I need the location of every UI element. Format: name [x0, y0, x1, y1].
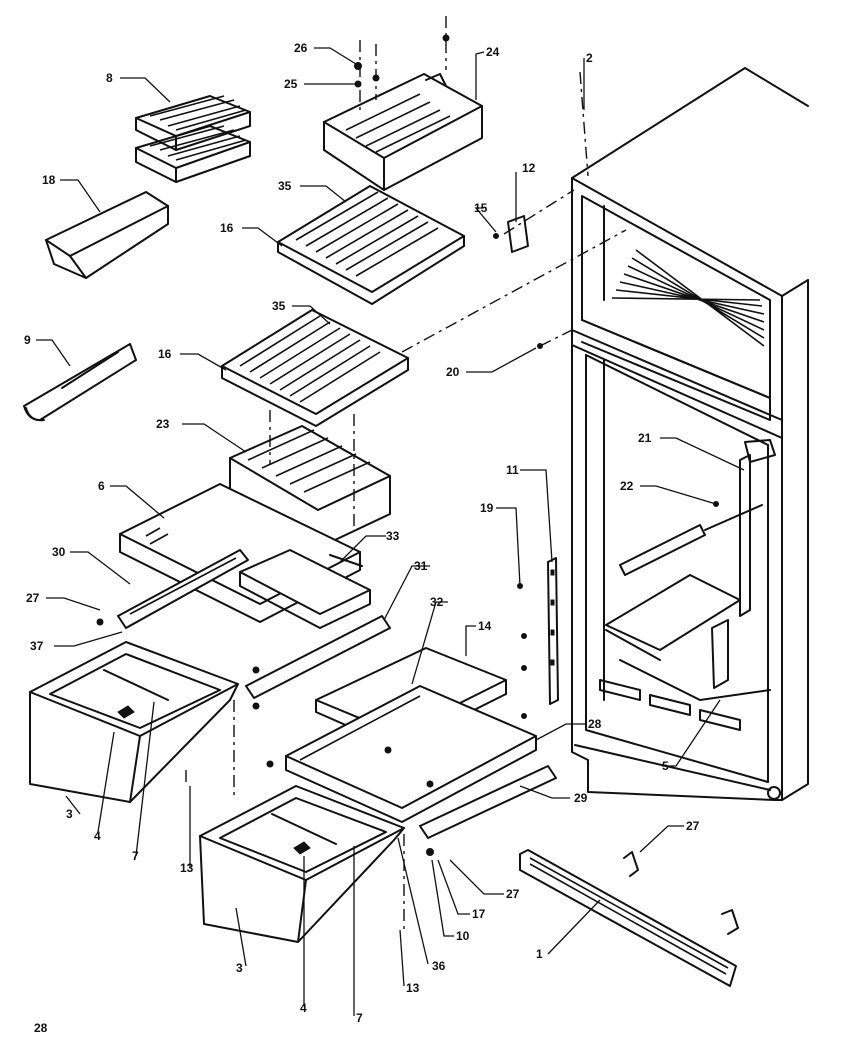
callout-15: 15 [474, 201, 488, 215]
callout-22: 22 [620, 479, 634, 493]
callout-27-upper: 27 [26, 591, 40, 605]
part-29-rail [419, 765, 557, 839]
callout-labels: 8 18 9 26 25 24 2 35 16 12 15 35 16 20 2… [24, 41, 700, 1035]
part-24-ice-bin [323, 73, 483, 191]
refrigerator-cabinet [571, 67, 809, 801]
part-31-rail [245, 615, 391, 699]
callout-4-lower: 4 [300, 1001, 307, 1015]
callout-6: 6 [98, 479, 105, 493]
callout-13-lower: 13 [406, 981, 420, 995]
part-35-16-upper-shelf [277, 185, 465, 305]
callout-31: 31 [414, 559, 428, 573]
callout-7-lower: 7 [356, 1011, 363, 1025]
callout-7-upper: 7 [132, 849, 139, 863]
callout-14: 14 [478, 619, 492, 633]
callout-35-lower: 35 [272, 299, 286, 313]
part-3-lower-crisper-drawer [199, 785, 405, 943]
part-11-rail [547, 557, 559, 705]
callout-3-lower: 3 [236, 961, 243, 975]
callout-16-upper: 16 [220, 221, 234, 235]
callout-20: 20 [446, 365, 460, 379]
part-33-crisper-frame [239, 549, 371, 629]
callout-3-upper: 3 [66, 807, 73, 821]
callout-leader-lines [36, 47, 745, 1016]
callout-35-upper: 35 [278, 179, 292, 193]
callout-9: 9 [24, 333, 31, 347]
part-34-clip [623, 851, 739, 935]
part-30-rail [117, 549, 249, 629]
part-12-light-cover [507, 215, 529, 253]
part-19-small-bin [45, 191, 169, 279]
callout-36: 36 [432, 959, 446, 973]
part-1-kick-grille [519, 849, 737, 987]
part-3-upper-crisper-drawer [29, 641, 239, 803]
callout-11: 11 [506, 463, 519, 477]
callout-23: 23 [156, 417, 170, 431]
assembly-alignment-lines [185, 71, 627, 934]
callout-2: 2 [586, 51, 593, 65]
part-35-16-lower-shelf [221, 309, 409, 427]
callout-27-lower: 27 [506, 887, 520, 901]
callout-19: 18 [42, 173, 56, 187]
callout-32: 32 [430, 595, 444, 609]
callout-1: 1 [536, 947, 543, 961]
callout-17: 17 [472, 907, 486, 921]
callout-12: 12 [522, 161, 536, 175]
callout-5: 5 [662, 759, 669, 773]
callout-30: 30 [52, 545, 66, 559]
callout-16-lower: 16 [158, 347, 172, 361]
callout-26: 26 [294, 41, 308, 55]
callout-37: 37 [30, 639, 44, 653]
part-14-crisper-cover-support [285, 685, 537, 823]
callout-21: 21 [638, 431, 652, 445]
parts-25-26-screws [354, 16, 450, 110]
callout-34: 27 [686, 819, 700, 833]
callout-18: 19 [480, 501, 494, 515]
callout-24: 24 [486, 45, 500, 59]
page-number: 28 [34, 1021, 48, 1035]
callout-10: 10 [456, 929, 470, 943]
callout-29: 29 [574, 791, 588, 805]
callout-25: 25 [284, 77, 298, 91]
callout-8: 8 [106, 71, 113, 85]
callout-28: 28 [588, 717, 602, 731]
callout-33: 33 [386, 529, 400, 543]
callout-13-upper: 13 [180, 861, 194, 875]
part-8-ice-trays [135, 95, 251, 183]
part-9-door-rack [23, 343, 137, 422]
callout-4-upper: 4 [94, 829, 101, 843]
